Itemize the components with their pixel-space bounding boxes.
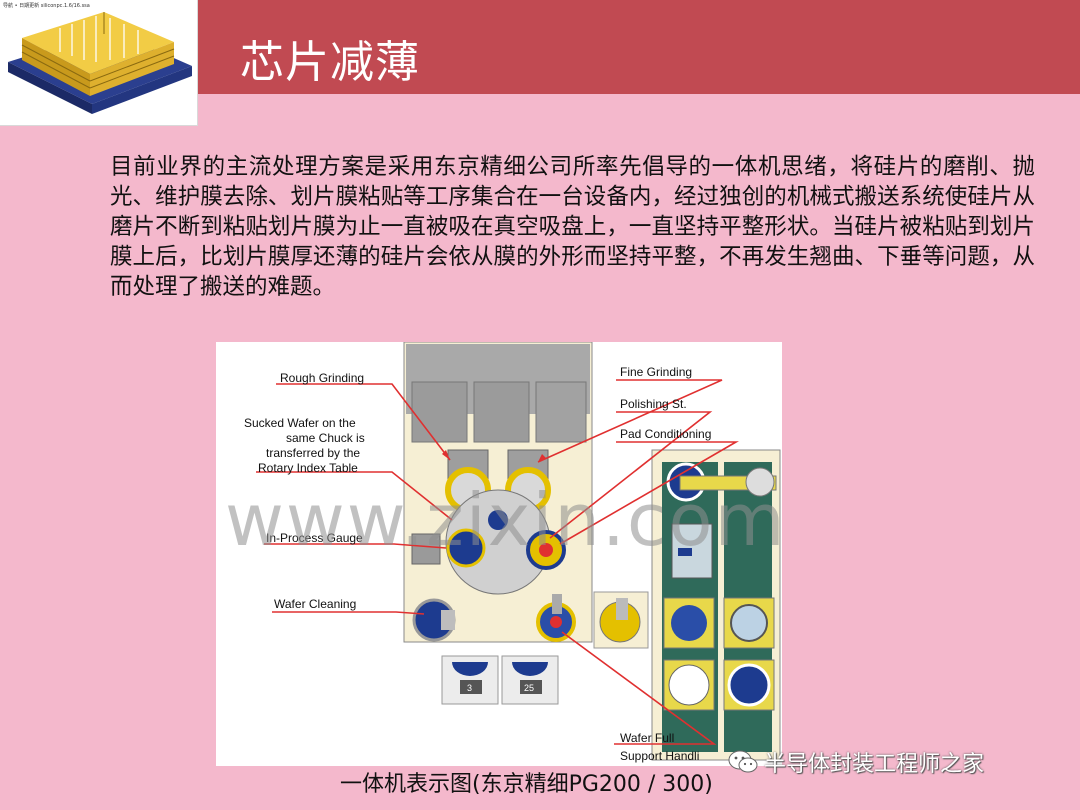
label-pad-conditioning: Pad Conditioning (620, 427, 711, 441)
label-sucked-wafer-2: same Chuck is (286, 431, 365, 445)
label-fine-grinding: Fine Grinding (620, 365, 692, 379)
label-support-handling: Support Handli (620, 749, 699, 763)
diagram-caption: 一体机表示图(东京精细PG200 / 300) (340, 772, 713, 797)
label-sucked-wafer-4: Rotary Index Table (258, 461, 358, 475)
logo-caption: 导航 • 日期更新 siliconpc.1.6/16.ssa (3, 3, 90, 9)
label-sucked-wafer-3: transferred by the (266, 446, 360, 460)
label-rough-grinding: Rough Grinding (280, 371, 364, 385)
header-bar (198, 0, 1080, 94)
label-sucked-wafer-1: Sucked Wafer on the (244, 416, 356, 430)
watermark: www.zixin.com (225, 478, 787, 562)
wechat-icon (728, 750, 758, 773)
cassette-2-label: 25 (524, 683, 534, 693)
cassette-1-label: 3 (467, 683, 472, 693)
label-polishing-st: Polishing St. (620, 397, 687, 411)
label-wafer-full: Wafer Full (620, 731, 674, 745)
chip-logo: 导航 • 日期更新 siliconpc.1.6/16.ssa (0, 0, 198, 126)
brand-badge: 半导体封装工程师之家 (728, 746, 984, 778)
chip-3d-icon (8, 12, 192, 114)
body-paragraph: 目前业界的主流处理方案是采用东京精细公司所率先倡导的一体机思绪，将硅片的磨削、抛… (110, 154, 1035, 300)
label-wafer-cleaning: Wafer Cleaning (274, 597, 356, 611)
brand-label: 半导体封装工程师之家 (764, 752, 985, 777)
label-in-process-gauge: In-Process Gauge (266, 531, 363, 545)
slide-title: 芯片减薄 (240, 37, 420, 88)
grinder-diagram: 3 25 (216, 342, 782, 766)
